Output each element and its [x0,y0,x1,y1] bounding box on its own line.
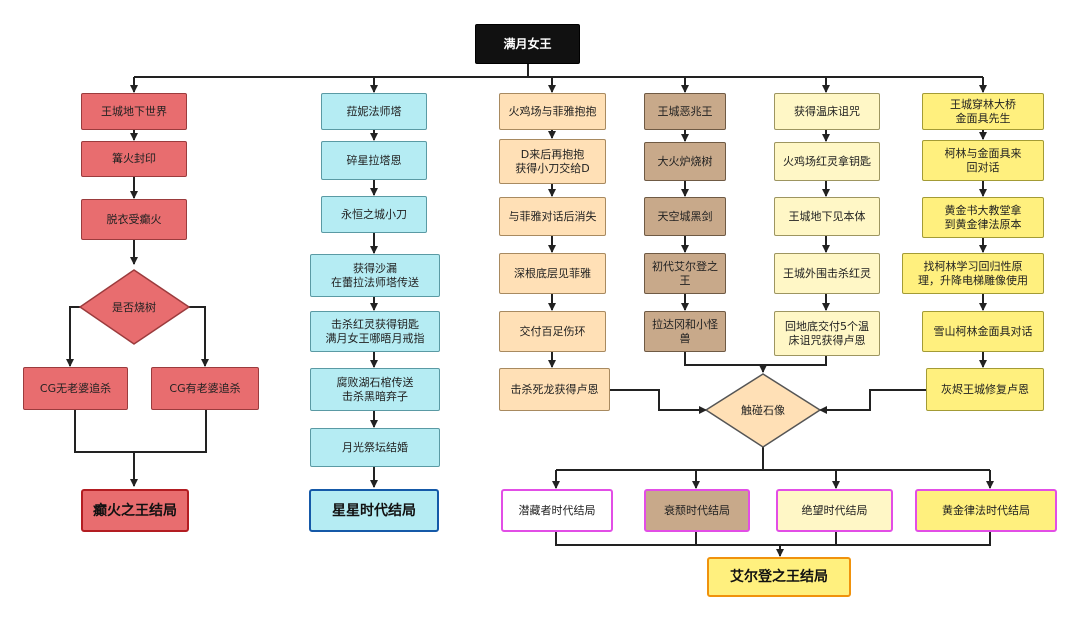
col2-step: 腐败湖石棺传送 击杀黑暗弃子 [310,368,440,411]
col2-step: 获得沙漏 在蕾拉法师塔传送 [310,254,440,297]
ending-lurker: 潜藏者时代结局 [501,489,613,532]
col2-step: 菈妮法师塔 [321,93,427,130]
col5-step: 回地底交付5个温 床诅咒获得卢恩 [774,311,880,356]
col1-step: 王城地下世界 [81,93,187,130]
title-node: 满月女王 [475,24,580,64]
col6-step: 找柯林学习回归性原 理，升降电梯雕像使用 [902,253,1044,294]
col3-step: 火鸡场与菲雅抱抱 [499,93,606,130]
col1-step: 脱衣受癫火 [81,199,187,240]
col6-step: 柯林与金面具来 回对话 [922,140,1044,181]
col3-step: 深根底层见菲雅 [499,253,606,294]
col4-step: 天空城黑剑 [644,197,726,236]
col3-step: D来后再抱抱 获得小刀交给D [499,139,606,184]
col4-step: 拉达冈和小怪兽 [644,311,726,352]
col3-step: 与菲雅对话后消失 [499,197,606,236]
col6-step: 灰烬王城修复卢恩 [926,368,1044,411]
hub-label: 触碰石像 [741,404,785,417]
col3-step: 击杀死龙获得卢恩 [499,368,610,411]
col4-step: 初代艾尔登之王 [644,253,726,294]
col1-branch: CG有老婆追杀 [151,367,259,410]
hub-diamond [704,373,822,448]
col6-step: 雪山柯林金面具对话 [922,311,1044,352]
col5-step: 王城地下见本体 [774,197,880,236]
decision-label: 是否烧树 [112,301,156,314]
ending-decline: 衰颓时代结局 [644,489,750,532]
col5-step: 王城外围击杀红灵 [774,253,880,294]
decision-diamond [78,269,191,345]
col2-step: 永恒之城小刀 [321,196,427,233]
ending-stars: 星星时代结局 [309,489,439,532]
col4-step: 王城恶兆王 [644,93,726,130]
col6-step: 王城穿林大桥 金面具先生 [922,93,1044,130]
col2-step: 击杀红灵获得钥匙 满月女王哪晤月戒指 [310,311,440,352]
col3-step: 交付百足伤环 [499,311,606,352]
ending-madness: 癫火之王结局 [81,489,189,532]
col4-step: 大火炉烧树 [644,142,726,181]
ending-elden-lord: 艾尔登之王结局 [707,557,851,597]
ending-golden-order: 黄金律法时代结局 [915,489,1057,532]
col2-step: 月光祭坛结婚 [310,428,440,467]
col5-step: 火鸡场红灵拿钥匙 [774,142,880,181]
ending-despair: 绝望时代结局 [776,489,893,532]
col1-branch: CG无老婆追杀 [23,367,128,410]
col2-step: 碎星拉塔恩 [321,141,427,180]
col1-step: 篝火封印 [81,141,187,177]
col5-step: 获得温床诅咒 [774,93,880,130]
col6-step: 黄金书大教堂拿 到黄金律法原本 [922,197,1044,238]
